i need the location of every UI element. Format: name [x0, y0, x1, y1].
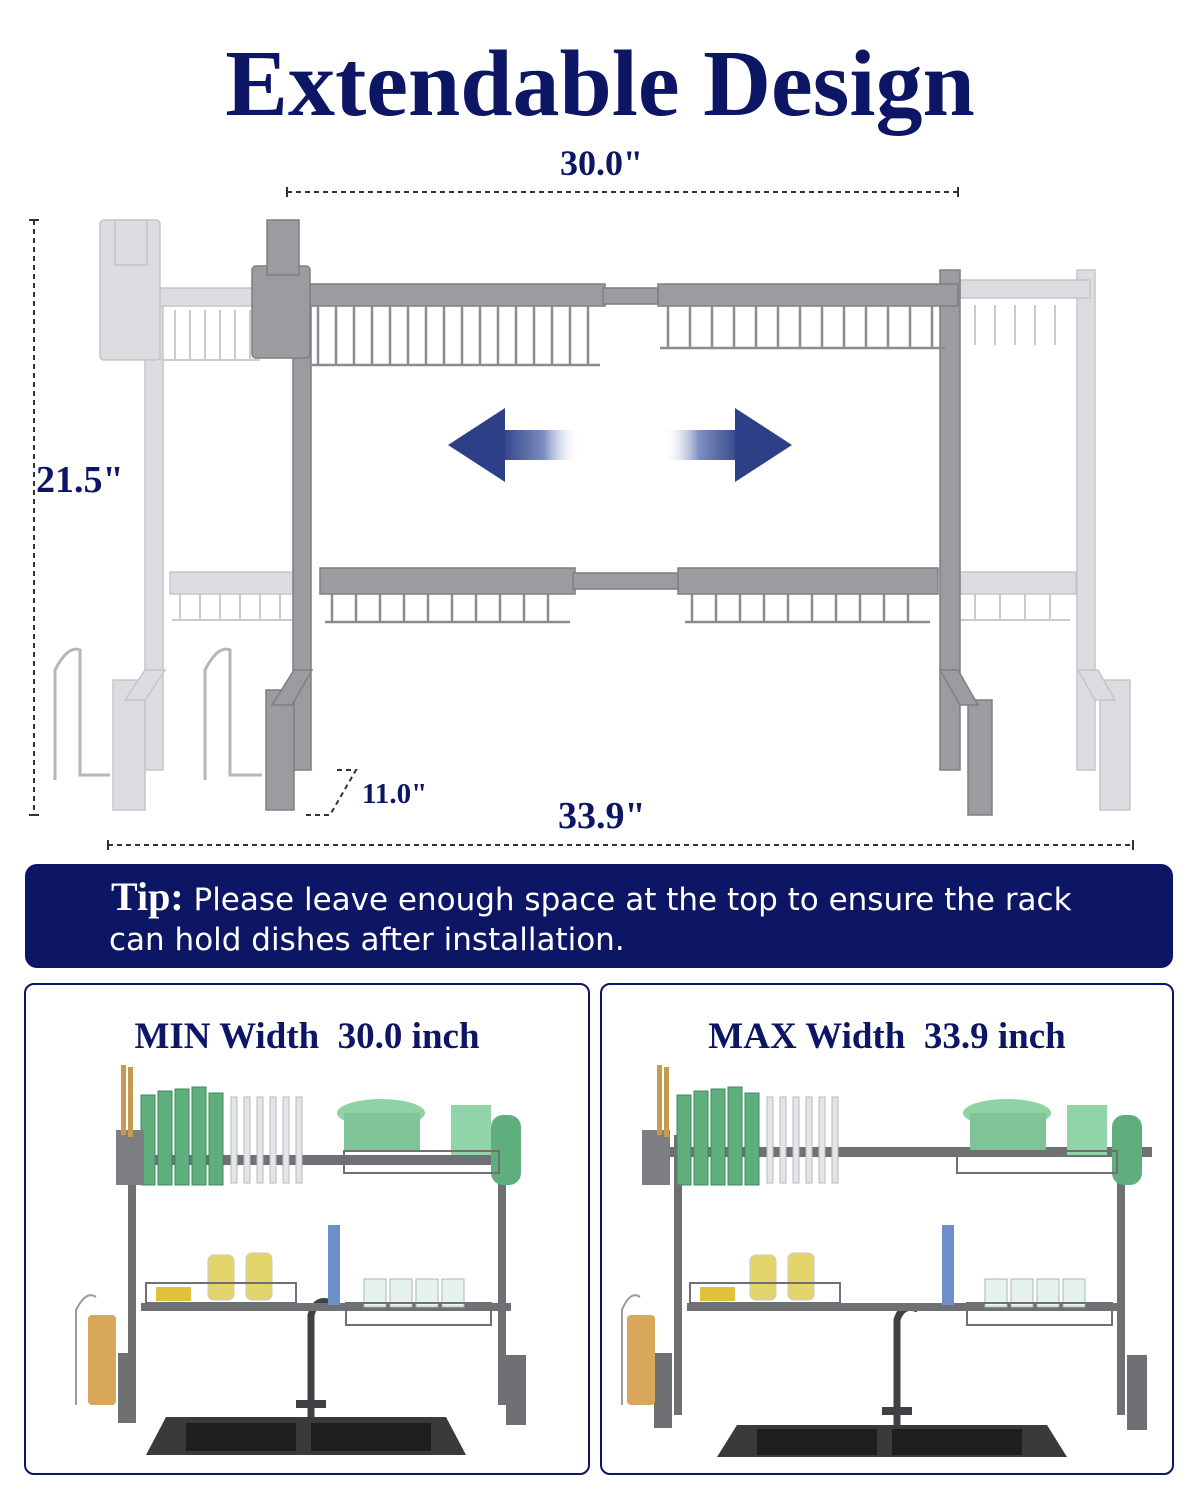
cutting-board-holders [53, 647, 262, 780]
page-title: Extendable Design [225, 32, 975, 136]
compact-basket-wires [310, 306, 945, 624]
tip-text-1: Please leave enough space at the top to … [193, 882, 1072, 918]
max-width-label: MAX Width [708, 1016, 906, 1057]
tip-line-1: Tip: Please leave enough space at the to… [111, 876, 1173, 921]
depth-label: 11.0" [362, 778, 428, 810]
dimension-lines [29, 187, 1134, 850]
rack-illustration [29, 187, 1134, 850]
min-width-label: MIN Width [134, 1016, 320, 1057]
extend-arrows-icon [448, 408, 792, 482]
compact-frame [251, 219, 993, 816]
tip-banner: Tip: Please leave enough space at the to… [25, 864, 1173, 968]
extended-frame-ghost [99, 219, 1131, 811]
min-width-title: MIN Width 30.0 inch [26, 1015, 588, 1058]
max-width-title: MAX Width 33.9 inch [602, 1015, 1172, 1058]
min-width-panel: MIN Width 30.0 inch [24, 983, 590, 1475]
tip-label: Tip: [111, 874, 184, 919]
top-width-label: 30.0" [560, 143, 643, 183]
max-width-panel: MAX Width 33.9 inch [600, 983, 1174, 1475]
min-width-illustration [75, 1065, 526, 1455]
bottom-width-label: 33.9" [558, 795, 646, 837]
min-width-value: 30.0 inch [337, 1016, 480, 1057]
max-width-illustration [621, 1065, 1152, 1457]
ghost-basket-wires [159, 305, 1070, 621]
max-width-value: 33.9 inch [923, 1016, 1066, 1057]
height-label: 21.5" [36, 459, 124, 501]
tip-text-2: can hold dishes after installation. [109, 922, 625, 958]
